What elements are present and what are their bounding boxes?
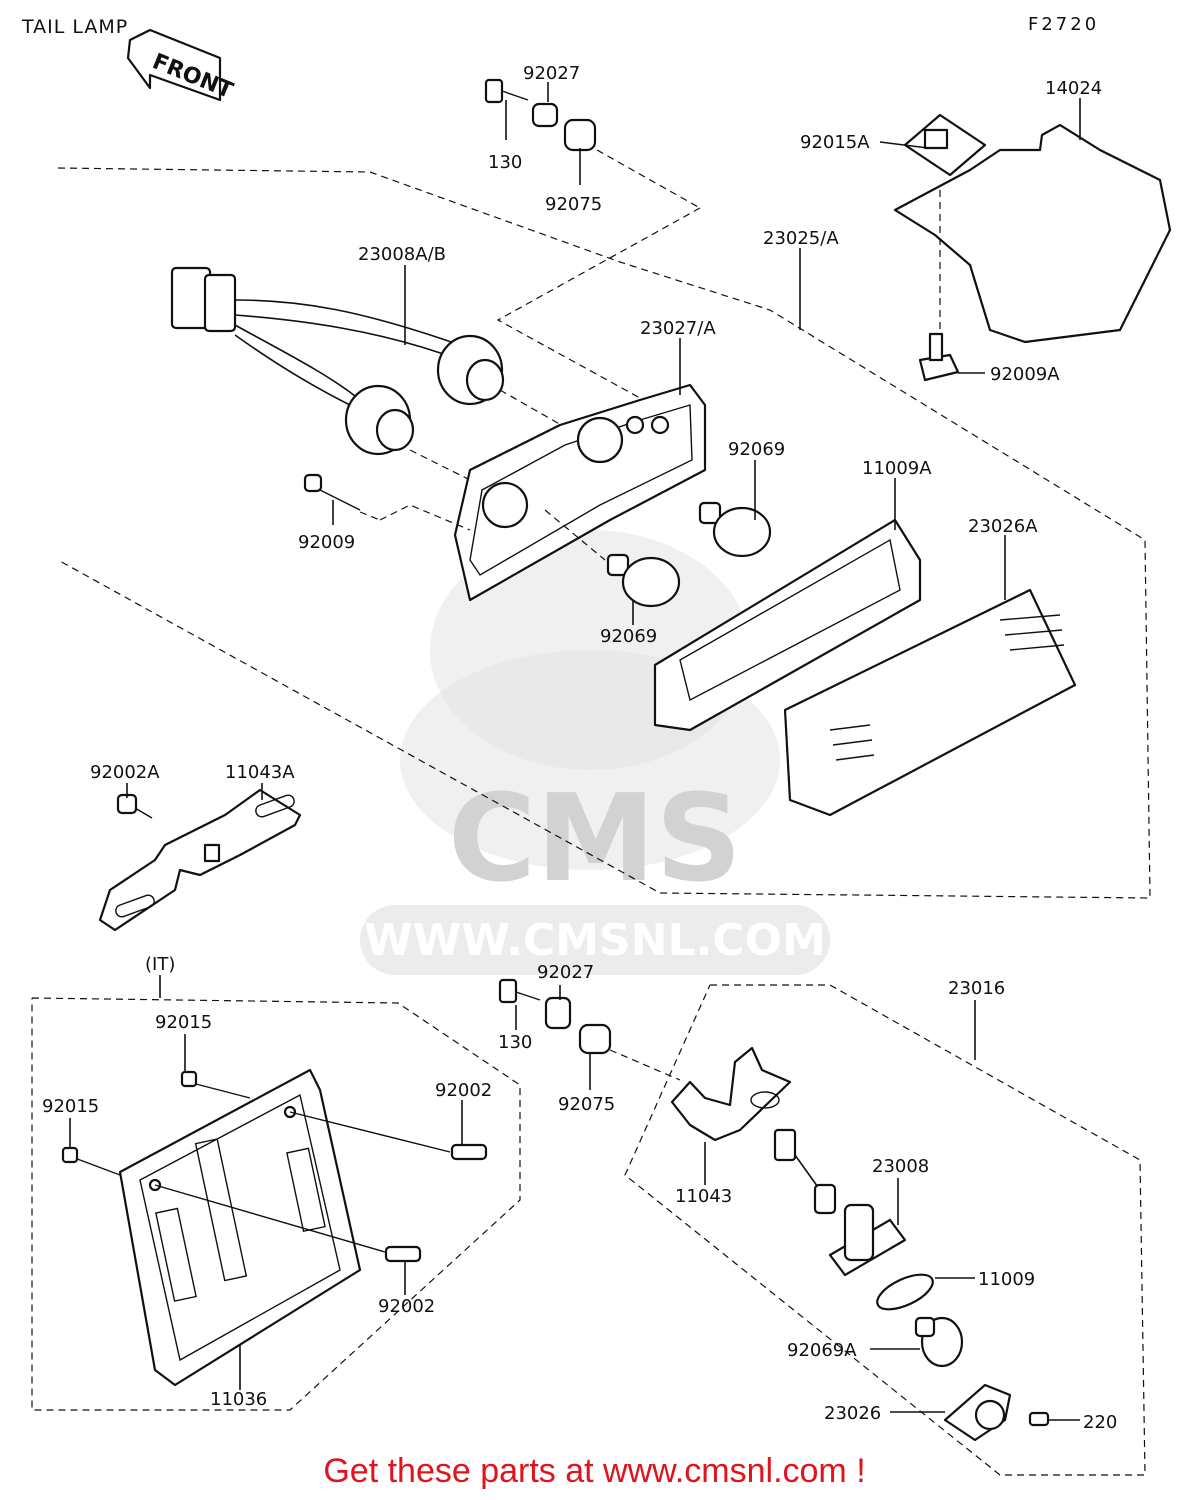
diagram-code: F2720 — [1028, 14, 1100, 35]
label-23026: 23026 — [824, 1403, 881, 1424]
screw-group-bottom — [498, 978, 681, 1081]
label-92069-a: 92069 — [728, 439, 785, 460]
label-92015a: 92015A — [800, 132, 870, 153]
label-92009: 92009 — [298, 532, 355, 553]
label-23008: 23008 — [872, 1156, 929, 1177]
bracket-11043a — [98, 788, 302, 932]
assembly-outline-it — [31, 997, 521, 1411]
assembly-outline-23016 — [624, 984, 1146, 1476]
watermark-url: WWW.CMSNL.COM — [364, 915, 826, 966]
label-92069a: 92069A — [787, 1340, 857, 1361]
label-11043: 11043 — [675, 1186, 732, 1207]
label-it: (IT) — [145, 954, 175, 975]
lens-23026a — [783, 588, 1077, 817]
part-labels: 92027 130 92075 14024 92015A 23025/A 230… — [42, 63, 1117, 1433]
watermark-logo: CMS WWW.CMSNL.COM — [360, 530, 830, 975]
label-130-bottom: 130 — [498, 1032, 532, 1053]
label-92015-a: 92015 — [155, 1012, 212, 1033]
label-14024: 14024 — [1045, 78, 1102, 99]
label-11036: 11036 — [210, 1389, 267, 1410]
label-92009a: 92009A — [990, 364, 1060, 385]
label-92027-bottom: 92027 — [537, 962, 594, 983]
socket-23008 — [773, 1128, 907, 1277]
label-92075-top: 92075 — [545, 194, 602, 215]
label-23016: 23016 — [948, 978, 1005, 999]
license-plate-11036 — [61, 1068, 488, 1387]
label-92075-bottom: 92075 — [558, 1094, 615, 1115]
label-11043a: 11043A — [225, 762, 295, 783]
label-92002-a: 92002 — [435, 1080, 492, 1101]
diagram-title: TAIL LAMP — [22, 16, 129, 38]
leader-lines — [69, 82, 1081, 1421]
bracket-11043 — [670, 1046, 792, 1142]
label-23027a: 23027/A — [640, 318, 716, 339]
label-92002a: 92002A — [90, 762, 160, 783]
label-92027-top: 92027 — [523, 63, 580, 84]
label-92015-b: 92015 — [42, 1096, 99, 1117]
screw-group-top — [484, 78, 701, 399]
tail-cover-14024 — [893, 113, 1172, 382]
label-130-top: 130 — [488, 152, 522, 173]
watermark-brand: CMS — [448, 770, 742, 909]
gasket-11009 — [876, 1273, 934, 1311]
label-92002-b: 92002 — [378, 1296, 435, 1317]
lens-23026 — [943, 1383, 1050, 1442]
promo-footer: Get these parts at www.cmsnl.com ! — [323, 1452, 866, 1490]
label-23026a: 23026A — [968, 516, 1038, 537]
lamp-housing-23027a — [453, 383, 707, 602]
label-220: 220 — [1083, 1412, 1117, 1433]
label-23008ab: 23008A/B — [358, 244, 446, 265]
label-23025a: 23025/A — [763, 228, 839, 249]
bulbs-92069 — [544, 501, 772, 608]
label-11009: 11009 — [978, 1269, 1035, 1290]
label-11009a: 11009A — [862, 458, 932, 479]
label-92069-b: 92069 — [600, 626, 657, 647]
screw-92009 — [303, 473, 471, 531]
wiring-harness-23008ab — [170, 266, 571, 481]
bulb-92069a — [914, 1316, 964, 1368]
front-arrow-icon: FRONT — [126, 28, 236, 104]
